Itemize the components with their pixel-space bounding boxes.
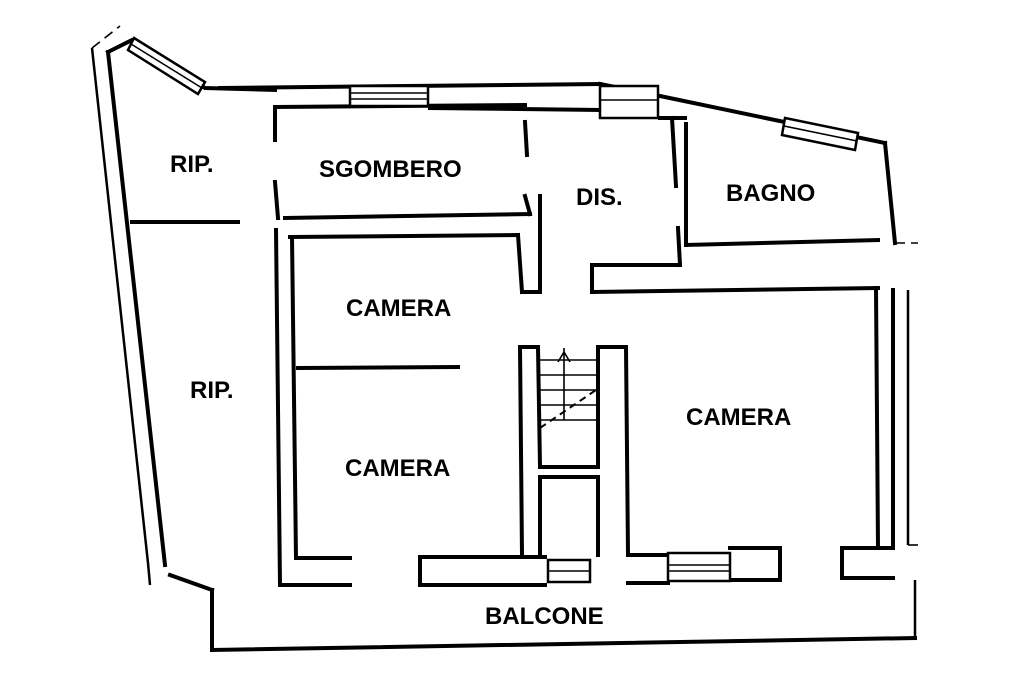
label-rip-top: RIP.: [170, 151, 214, 178]
window-dis: [598, 84, 660, 120]
label-camera-right: CAMERA: [686, 404, 791, 431]
label-rip-left: RIP.: [190, 377, 234, 404]
window-bagno: [780, 116, 860, 152]
label-dis: DIS.: [576, 184, 623, 211]
windows: [126, 36, 860, 584]
dashed-lines: [91, 25, 922, 546]
staircase: [539, 348, 597, 429]
window-balcony-stair: [546, 558, 592, 584]
label-camera-center-bottom: CAMERA: [345, 455, 450, 482]
label-camera-center-top: CAMERA: [346, 295, 451, 322]
window-sgombero: [348, 84, 430, 108]
interior-walls: [130, 105, 895, 588]
window-balcony-right: [666, 551, 732, 583]
label-sgombero: SGOMBERO: [319, 156, 462, 183]
room-labels: RIP. SGOMBERO DIS. BAGNO CAMERA RIP. CAM…: [170, 151, 815, 630]
label-bagno: BAGNO: [726, 180, 815, 207]
label-balcone: BALCONE: [485, 603, 604, 630]
window-top-left: [126, 36, 207, 96]
